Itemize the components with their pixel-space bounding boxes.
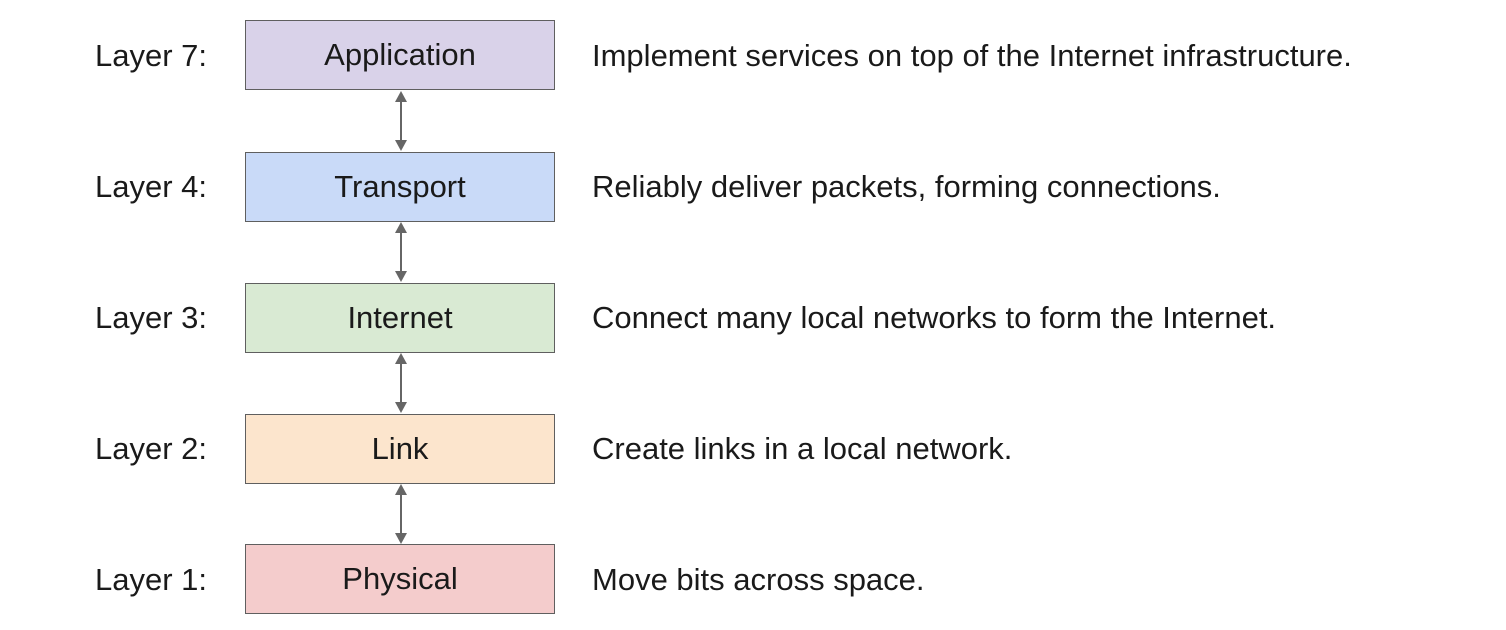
layer-number-label: Layer 7:	[95, 38, 208, 73]
layer-number-label: Layer 4:	[95, 169, 208, 204]
layer-description: Create links in a local network.	[592, 431, 1013, 466]
bidirectional-arrow-icon	[395, 353, 407, 413]
layer-box-application: Application	[245, 20, 555, 90]
layer-number-label: Layer 1:	[95, 562, 208, 597]
layer-description: Implement services on top of the Interne…	[592, 38, 1352, 73]
layer-number-label: Layer 2:	[95, 431, 208, 466]
layer-number-label: Layer 3:	[95, 300, 208, 335]
layer-box-transport: Transport	[245, 152, 555, 222]
layer-box-internet: Internet	[245, 283, 555, 353]
bidirectional-arrow-icon	[395, 484, 407, 544]
layer-description: Connect many local networks to form the …	[592, 300, 1277, 335]
bidirectional-arrow-icon	[395, 222, 407, 282]
layer-description: Move bits across space.	[592, 562, 925, 597]
layer-box-physical: Physical	[245, 544, 555, 614]
layer-box-link: Link	[245, 414, 555, 484]
layer-description: Reliably deliver packets, forming connec…	[592, 169, 1221, 204]
bidirectional-arrow-icon	[395, 91, 407, 151]
